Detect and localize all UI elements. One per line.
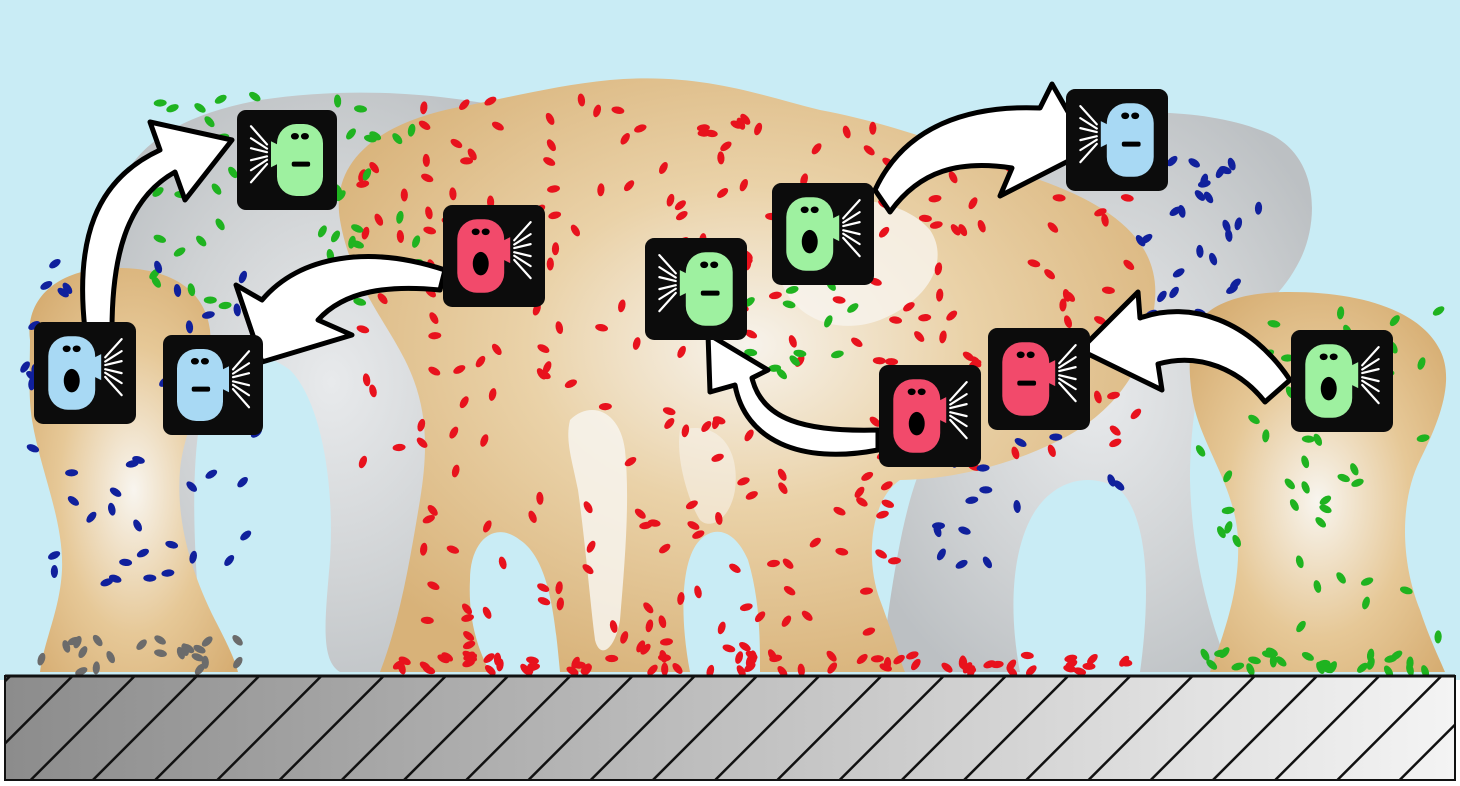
signal-cone [1047,360,1055,386]
red-bacterium [869,122,876,135]
open-mouth [802,230,818,254]
eye [801,206,809,213]
signal-cone [1350,362,1358,388]
cell-body [1107,103,1154,176]
listener-cell-icon [988,328,1090,430]
blue-bacterium [1049,434,1062,441]
eye [191,358,199,365]
speaker-cell-icon [34,322,136,424]
eye [1121,112,1129,119]
speaker-cell-icon [879,365,981,467]
eye [1017,351,1025,358]
green-bacterium [204,297,217,304]
eye [1131,112,1139,119]
open-mouth [909,412,925,436]
eye [811,206,819,213]
eye [73,345,81,352]
eye [63,345,71,352]
eye [1330,353,1338,360]
substrate-hatching [5,676,1455,780]
open-mouth [64,369,80,393]
signal-cone [221,366,229,392]
eye [472,228,480,235]
eye [291,133,299,140]
eye [710,261,718,268]
eye [301,133,309,140]
signal-cone [1101,121,1109,147]
speaker-cell-icon [772,183,874,285]
speaker-cell-icon [1291,330,1393,432]
cell-body [1002,342,1049,415]
cell-body [277,124,323,196]
red-bacterium [661,663,668,676]
cell-body [177,349,223,421]
signal-cone [831,215,839,241]
listener-cell-icon [163,335,263,435]
signal-cone [271,141,279,167]
closed-mouth [701,291,720,296]
signal-cone [938,397,946,423]
blue-bacterium [143,575,156,582]
closed-mouth [192,387,210,392]
listener-cell-icon [237,110,337,210]
listener-cell-icon [1066,89,1168,191]
closed-mouth [1122,142,1141,147]
eye [908,388,916,395]
speaker-cell-icon [443,205,545,307]
signal-cone [502,237,510,263]
listener-cell-icon [645,238,747,340]
cell-body [686,252,733,325]
signal-cone [93,354,101,380]
eye [700,261,708,268]
open-mouth [473,252,489,276]
substrate-surface [5,676,1455,780]
eye [201,358,209,365]
signal-cone [680,270,688,296]
eye [1320,353,1328,360]
eye [482,228,490,235]
closed-mouth [1017,381,1036,386]
eye [918,388,926,395]
closed-mouth [292,162,310,167]
eye [1027,351,1035,358]
open-mouth [1321,377,1337,401]
